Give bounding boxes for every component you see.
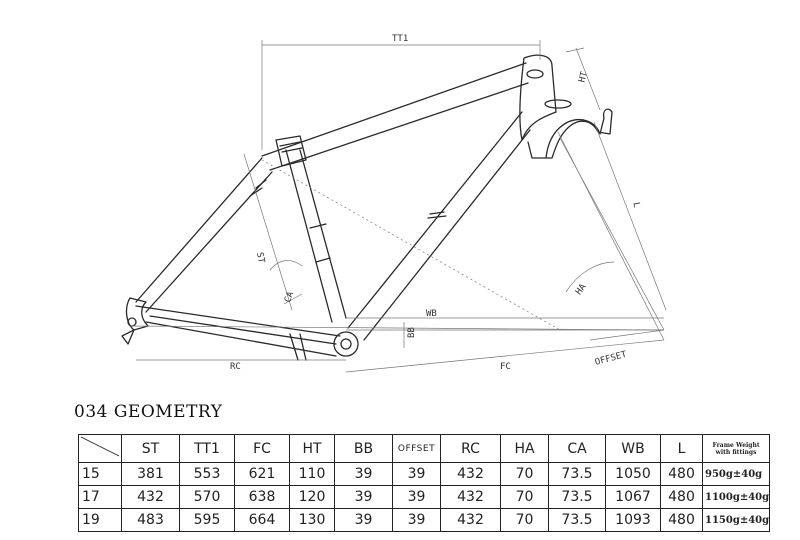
col-header: FC xyxy=(234,434,290,463)
l-cell: 480 xyxy=(660,462,703,486)
head-tube-badge xyxy=(526,69,544,79)
col-header: OFFSET xyxy=(392,434,441,463)
rc-cell: 432 xyxy=(440,508,501,532)
ha-cell: 70 xyxy=(500,508,549,532)
col-header: ST xyxy=(121,434,180,463)
ht-cell: 110 xyxy=(289,462,335,486)
fc-cell: 638 xyxy=(234,485,290,509)
fc-cell: 664 xyxy=(234,508,290,532)
table-row: 15 381 553 621 110 39 39 432 70 73.5 105… xyxy=(78,462,771,486)
weight-cell: 1150g±40g xyxy=(701,508,771,532)
down-tube xyxy=(347,111,531,341)
bb-cell: 39 xyxy=(334,508,393,532)
l-cell: 480 xyxy=(660,508,703,532)
offset-cell: 39 xyxy=(392,508,441,532)
weight-header-line2: with fittings xyxy=(715,448,757,456)
tt1-cell: 570 xyxy=(179,485,235,509)
chain-stay xyxy=(135,305,341,357)
col-header: CA xyxy=(548,434,606,463)
fork-crown xyxy=(527,108,613,159)
geometry-header-row: ST TT1 FC HT BB OFFSET RC HA CA WB L Fra… xyxy=(78,434,771,463)
label-rc: RC xyxy=(230,362,241,372)
col-header: L xyxy=(660,434,703,463)
tt1-cell: 595 xyxy=(179,508,235,532)
col-header: WB xyxy=(605,434,661,463)
weight-cell: 950g±40g xyxy=(701,462,771,486)
table-row: 17 432 570 638 120 39 39 432 70 73.5 106… xyxy=(78,485,771,509)
weight-header: Frame Weight with fittings xyxy=(701,434,771,463)
st-cell: 483 xyxy=(121,508,180,532)
size-cell: 15 xyxy=(78,462,122,486)
l-cell: 480 xyxy=(660,485,703,509)
head-tube xyxy=(519,54,557,141)
label-l: L xyxy=(630,202,641,209)
geometry-title: 034 GEOMETRY xyxy=(74,402,223,422)
tt1-cell: 553 xyxy=(179,462,235,486)
weight-cell: 1100g±40g xyxy=(701,485,771,509)
fc-cell: 621 xyxy=(234,462,290,486)
offset-cell: 39 xyxy=(392,462,441,486)
col-header: HT xyxy=(289,434,335,463)
bb-cell: 39 xyxy=(334,485,393,509)
ht-cell: 130 xyxy=(289,508,335,532)
frame-drawing: TT1 HT ST CA L HA WB BB RC FC OFFSET xyxy=(121,34,667,373)
weight-header-line1: Frame Weight xyxy=(712,441,760,449)
label-fc: FC xyxy=(500,362,511,372)
seat-stay xyxy=(135,157,273,313)
label-ca: CA xyxy=(283,290,296,304)
ht-cell: 120 xyxy=(289,485,335,509)
seat-tube xyxy=(285,149,347,323)
corner-cell xyxy=(78,434,122,463)
ca-cell: 73.5 xyxy=(548,462,606,486)
size-cell: 17 xyxy=(78,485,122,509)
rc-cell: 432 xyxy=(440,485,501,509)
ha-cell: 70 xyxy=(500,462,549,486)
col-header: TT1 xyxy=(179,434,235,463)
label-tt1: TT1 xyxy=(392,34,408,44)
label-wb: WB xyxy=(426,309,437,319)
col-header: RC xyxy=(440,434,501,463)
bottom-bracket xyxy=(333,331,359,357)
geometry-table: ST TT1 FC HT BB OFFSET RC HA CA WB L Fra… xyxy=(78,434,771,532)
offset-cell: 39 xyxy=(392,485,441,509)
label-offset: OFFSET xyxy=(594,350,629,368)
col-header: BB xyxy=(334,434,393,463)
label-bb: BB xyxy=(407,327,417,338)
wb-cell: 1050 xyxy=(605,462,661,486)
col-header: HA xyxy=(500,434,549,463)
table-row: 19 483 595 664 130 39 39 432 70 73.5 109… xyxy=(78,508,771,532)
bb-cell: 39 xyxy=(334,462,393,486)
top-tube xyxy=(261,62,529,171)
seat-collar xyxy=(275,135,307,167)
rc-cell: 432 xyxy=(440,462,501,486)
ca-cell: 73.5 xyxy=(548,508,606,532)
size-cell: 19 xyxy=(78,508,122,532)
label-st: ST xyxy=(254,252,266,265)
ca-cell: 73.5 xyxy=(548,485,606,509)
label-ht: HT xyxy=(578,70,591,84)
ha-cell: 70 xyxy=(500,485,549,509)
label-ha: HA xyxy=(574,282,589,297)
st-cell: 432 xyxy=(121,485,180,509)
wb-cell: 1093 xyxy=(605,508,661,532)
wb-cell: 1067 xyxy=(605,485,661,509)
st-cell: 381 xyxy=(121,462,180,486)
